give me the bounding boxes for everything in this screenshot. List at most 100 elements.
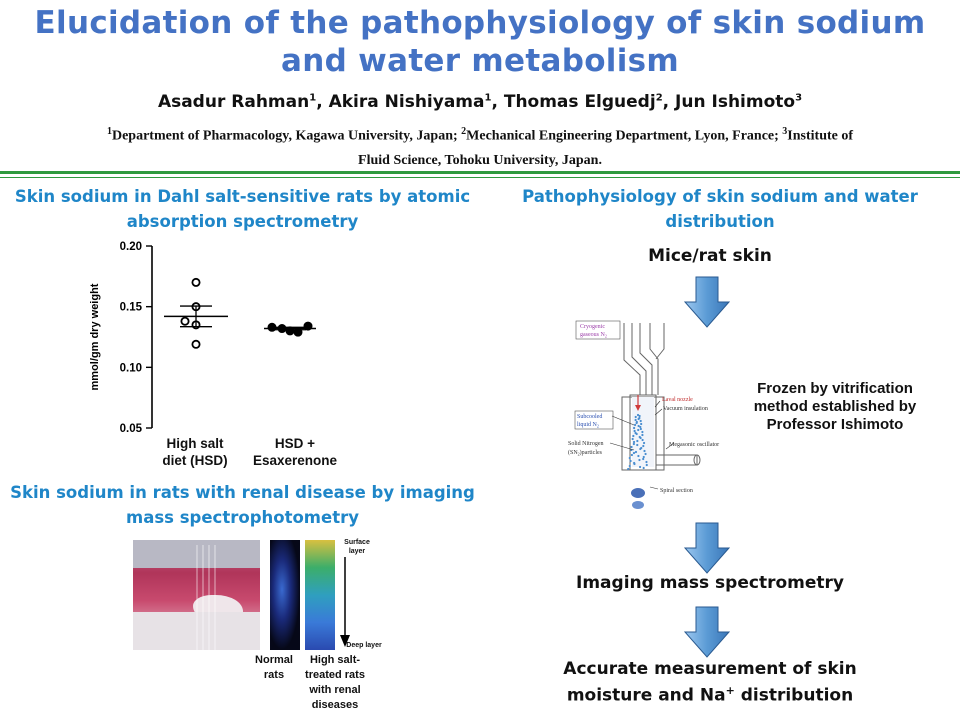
particle-dot bbox=[639, 427, 642, 431]
particle-dot bbox=[627, 467, 630, 471]
particle-dot bbox=[632, 451, 636, 455]
label-line: Surface bbox=[344, 539, 370, 546]
particle-dot bbox=[633, 462, 636, 466]
x-category-label: HSD + Esaxerenone bbox=[245, 435, 345, 469]
title-line-2: and water metabolism bbox=[280, 43, 679, 79]
particle-dot bbox=[645, 463, 648, 467]
y-tick-label: 0.15 bbox=[120, 302, 143, 314]
author-affiliation-number: 1 bbox=[484, 92, 492, 104]
down-arrow-icon bbox=[684, 276, 730, 328]
particle-dot bbox=[636, 413, 640, 417]
particle-dot bbox=[640, 422, 643, 426]
data-point bbox=[191, 339, 201, 349]
category-line: diet (HSD) bbox=[162, 453, 228, 468]
author-affiliation-number: 1 bbox=[309, 92, 317, 104]
label-liquid: liquid N2 bbox=[577, 422, 599, 429]
header-rule-thin bbox=[0, 177, 960, 178]
particle-dot bbox=[638, 414, 641, 418]
step-imaging-mass-spec: Imaging mass spectrometry bbox=[576, 573, 844, 593]
particle-dot bbox=[641, 430, 644, 434]
particle-dot bbox=[637, 424, 640, 428]
affiliation-text: Institute of Fluid Science, Tohoku Unive… bbox=[358, 128, 854, 168]
label-laval: Laval nozzle bbox=[662, 397, 693, 403]
depth-arrow bbox=[340, 557, 350, 647]
particle-dot bbox=[633, 429, 636, 433]
section-title-line: absorption spectrometry bbox=[126, 212, 359, 231]
label-line: layer bbox=[348, 548, 366, 555]
particle-dot bbox=[635, 421, 638, 425]
particle-dot bbox=[639, 447, 642, 451]
particle-dot bbox=[639, 425, 642, 429]
particle-dot bbox=[642, 441, 646, 445]
particle-dot bbox=[642, 444, 645, 448]
normal-rats-label: Normal rats bbox=[248, 653, 300, 683]
note-line: Professor Ishimoto bbox=[766, 416, 904, 433]
author-affiliation-number: 3 bbox=[795, 92, 803, 104]
label-line: diseases bbox=[311, 699, 359, 711]
step-mice-rat-skin: Mice/rat skin bbox=[648, 246, 772, 266]
particle-dot bbox=[635, 432, 638, 436]
particle-dot bbox=[637, 428, 640, 432]
down-arrow-icon bbox=[684, 522, 730, 574]
particle-dot bbox=[628, 464, 631, 468]
particle-dot bbox=[639, 419, 642, 423]
particle-dot bbox=[642, 466, 645, 470]
label-megasonic: Megasonic oscillator bbox=[669, 442, 719, 448]
particle-dot bbox=[637, 454, 640, 458]
label-line: rats bbox=[263, 669, 285, 681]
particle-dot bbox=[638, 458, 641, 462]
author-name: Akira Nishiyama bbox=[328, 92, 485, 112]
particle-dot bbox=[634, 415, 637, 419]
vitrification-apparatus-diagram: Cryogenic gaseous N2 Laval nozzle Vacuum… bbox=[568, 320, 719, 509]
particle-dot bbox=[632, 434, 635, 438]
poster-title: Elucidation of the pathophysiology of sk… bbox=[0, 4, 960, 80]
particle-dot bbox=[639, 436, 642, 440]
label-cryogenic: Cryogenic bbox=[580, 324, 605, 330]
particle-dot bbox=[637, 417, 640, 421]
header-rule-thick bbox=[0, 171, 960, 174]
high-salt-rats-label: High salt- treated rats with renal disea… bbox=[300, 653, 370, 713]
label-spiral: Spiral section bbox=[660, 488, 693, 494]
data-point bbox=[180, 316, 190, 326]
affiliation-text: Mechanical Engineering Department, Lyon,… bbox=[466, 128, 783, 144]
frozen-method-note: Frozen by vitrification method establish… bbox=[735, 380, 935, 434]
particle-dot bbox=[630, 445, 633, 449]
particle-dot bbox=[633, 426, 636, 430]
label-solid: Solid Nitrogen bbox=[568, 441, 604, 447]
label-line: treated rats bbox=[305, 669, 365, 681]
section-title-line: distribution bbox=[665, 212, 775, 231]
y-axis-label: mmol/gm dry weight bbox=[89, 283, 101, 390]
particle-dot bbox=[643, 449, 646, 453]
step-accurate-measurement: Accurate measurement of skin moisture an… bbox=[530, 658, 890, 707]
step-line: moisture and Na+ distribution bbox=[566, 684, 854, 706]
particle-dot bbox=[641, 433, 644, 437]
y-tick-label: 0.05 bbox=[120, 423, 143, 435]
author-name: Jun Ishimoto bbox=[675, 92, 796, 112]
particle-dot bbox=[638, 465, 642, 469]
section-title-line: Skin sodium in Dahl salt-sensitive rats … bbox=[14, 187, 471, 206]
particle-dot bbox=[634, 450, 638, 454]
histology-section-image bbox=[133, 540, 260, 650]
author-list: Asadur Rahman1, Akira Nishiyama1, Thomas… bbox=[157, 92, 803, 112]
section-title-line: Pathophysiology of skin sodium and water bbox=[522, 187, 918, 206]
skin-sodium-chart: 0.05 0.10 0.15 0.20 mmol/gm dry weight bbox=[89, 241, 316, 435]
x-category-label: High salt diet (HSD) bbox=[145, 435, 245, 469]
y-axis: 0.05 0.10 0.15 0.20 bbox=[120, 241, 153, 435]
particle-dot bbox=[634, 418, 637, 422]
particle-dot bbox=[632, 442, 635, 446]
label-gaseous: gaseous N2 bbox=[580, 332, 607, 339]
label-subcooled: Subcooled bbox=[577, 414, 602, 420]
deep-layer-label: Deep layer bbox=[346, 642, 382, 649]
affiliation-text: Department of Pharmacology, Kagawa Unive… bbox=[111, 128, 462, 144]
y-tick-label: 0.10 bbox=[120, 362, 142, 374]
data-point bbox=[191, 277, 201, 287]
section-title-line: mass spectrophotometry bbox=[126, 508, 359, 527]
note-line: Frozen by vitrification bbox=[757, 380, 913, 397]
particle-dot bbox=[636, 443, 639, 447]
affiliations: 1Department of Pharmacology, Kagawa Univ… bbox=[105, 120, 855, 173]
high-salt-rats-sodium-map bbox=[305, 540, 335, 650]
particle-dot bbox=[645, 460, 648, 464]
particle-dot bbox=[628, 456, 631, 460]
y-tick-label: 0.20 bbox=[120, 241, 142, 253]
label-vacuum: Vacuum insulation bbox=[663, 406, 708, 412]
